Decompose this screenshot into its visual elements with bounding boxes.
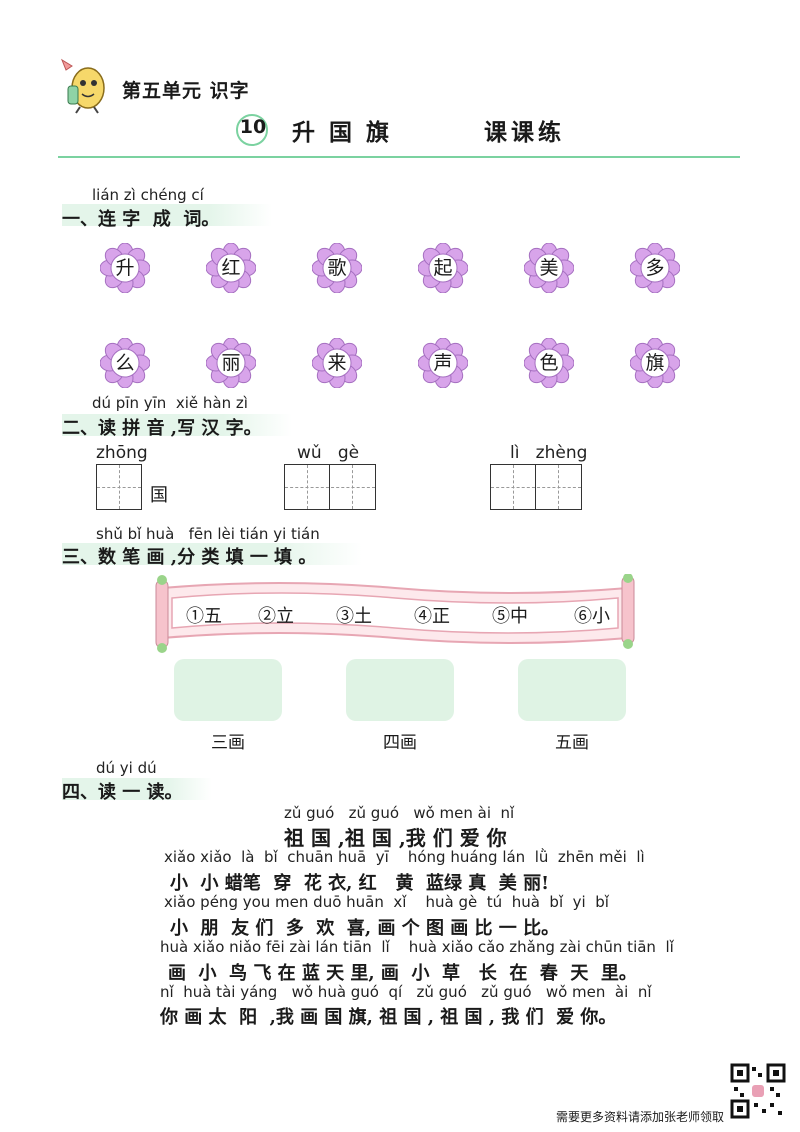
section2-band [62, 414, 292, 436]
footer-note: 需要更多资料请添加张老师领取 [556, 1110, 725, 1124]
poem-line: 小 朋 友 们 多 欢 喜, 画 个 图 画 比 一 比。 [170, 918, 560, 939]
stroke-count-item: ①五 [186, 606, 222, 627]
section2-pinyin: dú pīn yīn xiě hàn zì [92, 394, 248, 412]
word-char[interactable]: 旗 [645, 352, 665, 374]
poem-line: 画 小 鸟 飞 在 蓝 天 里, 画 小 草 长 在 春 天 里。 [168, 963, 637, 984]
section2-title: 二、读 拼 音 ,写 汉 字。 [62, 418, 262, 439]
item2-pinyin: wǔ gè [297, 443, 360, 463]
poem-pinyin: zǔ guó zǔ guó wǒ men ài nǐ [284, 804, 515, 822]
flower-icon [311, 337, 363, 389]
section4-band [62, 778, 212, 800]
flower-icon [417, 337, 469, 389]
flower-icon [99, 337, 151, 389]
lesson-number: 10 [239, 116, 267, 138]
answer-box-label: 四画 [383, 733, 417, 753]
word-char[interactable]: 起 [433, 257, 453, 279]
scroll-banner-icon [150, 573, 640, 654]
word-char[interactable]: 声 [433, 352, 453, 374]
header-divider [58, 156, 740, 158]
answer-box[interactable] [518, 659, 626, 721]
poem-pinyin: xiǎo xiǎo là bǐ chuān huā yī hóng huáng … [164, 848, 645, 866]
section1-title: 一、连 字 成 词。 [62, 209, 220, 230]
word-char[interactable]: 色 [539, 352, 559, 374]
flower-icon [629, 337, 681, 389]
section4-title: 四、读 一 读。 [62, 782, 183, 803]
flower-icon [99, 242, 151, 294]
poem-line: 你 画 太 阳 ,我 画 国 旗, 祖 国 , 祖 国 , 我 们 爱 你。 [160, 1007, 617, 1028]
lesson-number-badge [236, 114, 268, 146]
word-char[interactable]: 美 [539, 257, 559, 279]
flower-icon [417, 242, 469, 294]
section1-band [62, 204, 272, 226]
poem-pinyin: nǐ huà tài yáng wǒ huà guó qí zǔ guó zǔ … [160, 983, 652, 1001]
poem-pinyin: huà xiǎo niǎo fēi zài lán tiān lǐ huà xi… [160, 938, 674, 956]
poem-line: 祖 国 ,祖 国 ,我 们 爱 你 [284, 826, 507, 850]
writing-grid[interactable] [284, 464, 376, 510]
item3-pinyin: lì zhèng [510, 443, 588, 463]
flower-icon [629, 242, 681, 294]
poem-line: 小 小 蜡笔 穿 花 衣, 红 黄 蓝绿 真 美 丽! [170, 873, 549, 894]
practice-title: 课课练 [484, 119, 565, 146]
lesson-title: 升国旗 [292, 119, 403, 146]
word-char[interactable]: 么 [115, 352, 135, 374]
word-char[interactable]: 歌 [327, 257, 347, 279]
flower-icon [523, 242, 575, 294]
word-char[interactable]: 丽 [221, 352, 241, 374]
unit-label: 第五单元 识字 [122, 80, 250, 102]
stroke-count-item: ⑥小 [574, 606, 610, 627]
flower-icon [205, 242, 257, 294]
mascot-icon [58, 58, 110, 114]
writing-grid[interactable] [96, 464, 142, 510]
section3-band [62, 543, 362, 565]
word-char[interactable]: 来 [327, 352, 347, 374]
stroke-count-item: ⑤中 [492, 606, 528, 627]
poem-pinyin: xiǎo péng you men duō huān xǐ huà gè tú … [164, 893, 609, 911]
item1-suffix: 国 [150, 485, 168, 506]
stroke-count-item: ④正 [414, 606, 450, 627]
word-char[interactable]: 多 [645, 257, 665, 279]
flower-icon [523, 337, 575, 389]
word-char[interactable]: 升 [115, 257, 135, 279]
stroke-count-item: ③土 [336, 606, 372, 627]
flower-icon [311, 242, 363, 294]
word-char[interactable]: 红 [221, 257, 241, 279]
answer-box-label: 五画 [555, 733, 589, 753]
section3-pinyin: shǔ bǐ huà fēn lèi tián yi tián [96, 525, 320, 543]
qr-code-icon [730, 1063, 786, 1119]
answer-box[interactable] [346, 659, 454, 721]
section4-pinyin: dú yi dú [96, 759, 157, 777]
item1-pinyin: zhōng [96, 443, 148, 463]
answer-box[interactable] [174, 659, 282, 721]
answer-box-label: 三画 [211, 733, 245, 753]
writing-grid[interactable] [490, 464, 582, 510]
section3-title: 三、数 笔 画 ,分 类 填 一 填 。 [62, 547, 317, 568]
stroke-count-item: ②立 [258, 606, 294, 627]
flower-icon [205, 337, 257, 389]
section1-pinyin: lián zì chéng cí [92, 186, 204, 204]
